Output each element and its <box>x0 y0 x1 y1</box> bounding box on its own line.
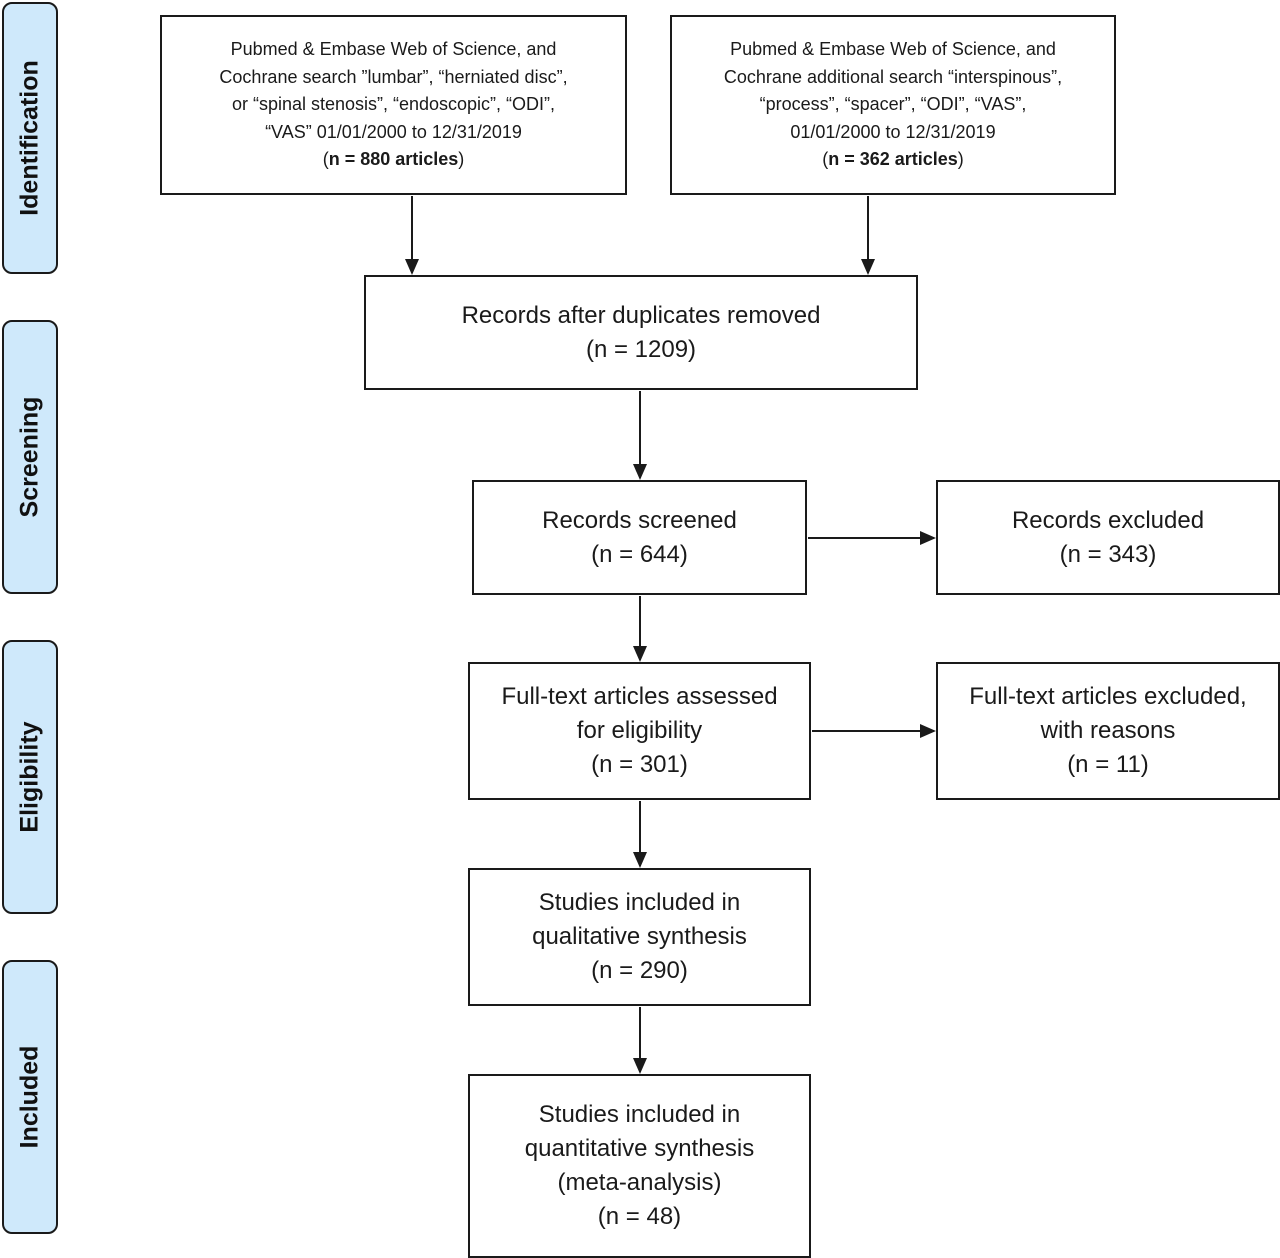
qualitative-line: qualitative synthesis <box>532 923 747 950</box>
search-left-line: Cochrane search ”lumbar”, “herniated dis… <box>219 66 568 87</box>
fulltext-assessed-line: for eligibility <box>576 717 703 744</box>
search-left-count: n = 880 articles <box>328 149 459 170</box>
phase-identification: Identification <box>2 2 58 274</box>
phase-eligibility: Eligibility <box>2 640 58 914</box>
records-excluded-box: Records excluded (n = 343) <box>936 480 1280 595</box>
quantitative-count: (n = 48) <box>597 1203 682 1230</box>
search-right-count-line: (n = 362 articles) <box>822 146 964 174</box>
search-box-right: Pubmed & Embase Web of Science, and Coch… <box>670 15 1116 195</box>
records-screened-label: Records screened <box>542 506 737 534</box>
records-screened-box: Records screened (n = 644) <box>472 480 807 595</box>
search-right-line: Pubmed & Embase Web of Science, and <box>730 39 1056 60</box>
fulltext-excluded-line: with reasons <box>1040 717 1176 744</box>
phase-included: Included <box>2 960 58 1234</box>
search-left-paren-open: ( <box>322 149 329 170</box>
quantitative-line: Studies included in <box>538 1101 741 1128</box>
search-right-count: n = 362 articles <box>828 149 958 170</box>
records-excluded-count: (n = 343) <box>1059 540 1157 568</box>
phase-screening: Screening <box>2 320 58 594</box>
search-right-paren-close: ) <box>957 149 964 170</box>
search-right-line: 01/01/2000 to 12/31/2019 <box>790 121 996 142</box>
search-box-left: Pubmed & Embase Web of Science, and Coch… <box>160 15 627 195</box>
quantitative-line: (meta-analysis) <box>557 1169 722 1196</box>
search-left-line: “VAS” 01/01/2000 to 12/31/2019 <box>265 121 522 142</box>
duplicates-removed-box: Records after duplicates removed (n = 12… <box>364 275 918 390</box>
search-left-line: Pubmed & Embase Web of Science, and <box>230 39 557 60</box>
fulltext-assessed-count: (n = 301) <box>591 751 688 778</box>
duplicates-removed-label: Records after duplicates removed <box>461 301 821 329</box>
quantitative-synthesis-box: Studies included in quantitative synthes… <box>468 1074 811 1258</box>
duplicates-removed-count: (n = 1209) <box>585 335 697 363</box>
fulltext-assessed-line: Full-text articles assessed <box>501 683 778 710</box>
qualitative-line: Studies included in <box>538 889 741 916</box>
search-right-line: Cochrane additional search “interspinous… <box>723 66 1063 87</box>
fulltext-excluded-count: (n = 11) <box>1067 751 1149 778</box>
search-right-paren-open: ( <box>822 149 829 170</box>
search-left-count-line: (n = 880 articles) <box>323 146 465 174</box>
records-screened-count: (n = 644) <box>591 540 688 568</box>
fulltext-excluded-box: Full-text articles excluded, with reason… <box>936 662 1280 800</box>
fulltext-excluded-line: Full-text articles excluded, <box>969 683 1247 710</box>
qualitative-synthesis-box: Studies included in qualitative synthesi… <box>468 868 811 1006</box>
search-left-line: or “spinal stenosis”, “endoscopic”, “ODI… <box>231 94 556 115</box>
search-left-paren-close: ) <box>458 149 465 170</box>
fulltext-assessed-box: Full-text articles assessed for eligibil… <box>468 662 811 800</box>
records-excluded-label: Records excluded <box>1011 506 1205 534</box>
search-right-line: “process”, “spacer”, “ODI”, “VAS”, <box>759 94 1027 115</box>
qualitative-count: (n = 290) <box>591 957 688 984</box>
quantitative-line: quantitative synthesis <box>524 1135 755 1162</box>
